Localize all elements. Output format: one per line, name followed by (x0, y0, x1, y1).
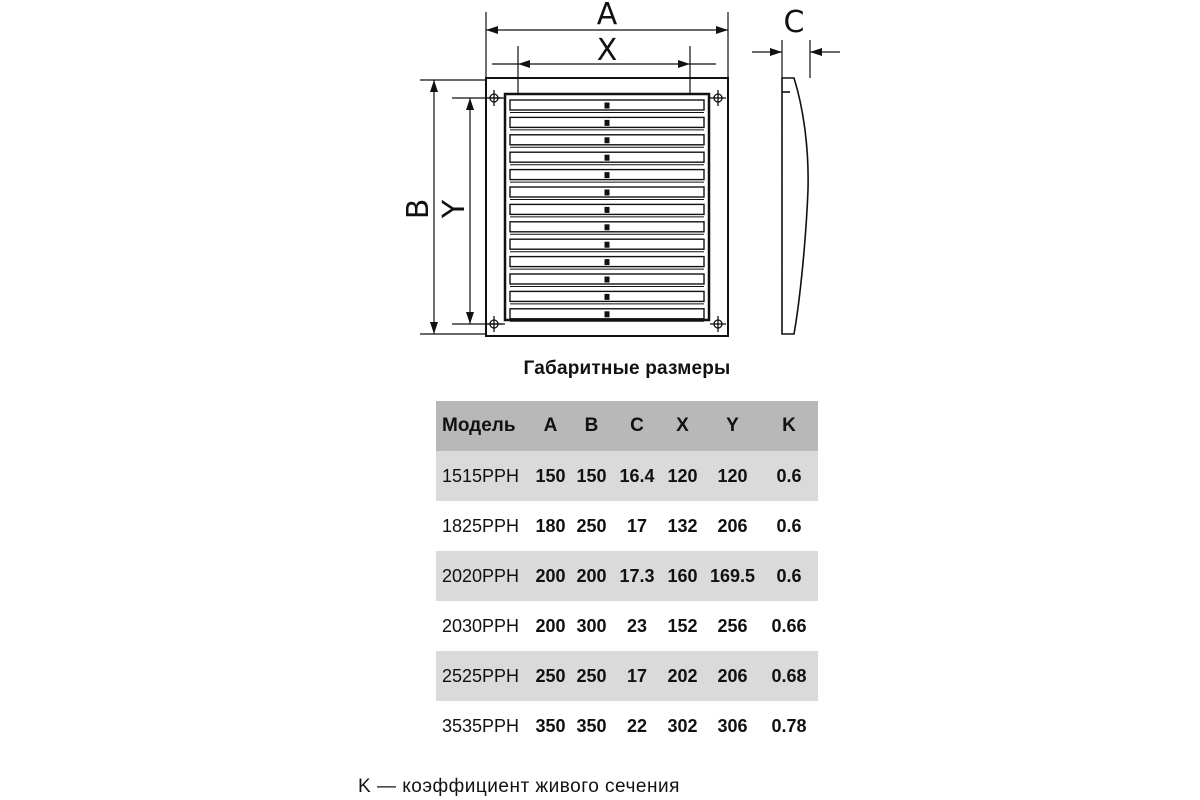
louver-clip (604, 137, 610, 144)
header-a: A (532, 401, 569, 451)
louver-clip (604, 189, 610, 196)
dimension-b (420, 79, 486, 335)
table-row: 1825PPH 180 250 17 132 206 0.6 (436, 501, 818, 551)
cell-k: 0.6 (776, 465, 802, 486)
dimension-x-label: X (597, 33, 618, 68)
cell-k: 0.6 (776, 515, 802, 536)
cell-a: 180 (535, 515, 566, 536)
table-row: 3535PPH 350 350 22 302 306 0.78 (436, 701, 818, 751)
cell-model: 2020PPH (442, 565, 520, 586)
header-b: B (569, 401, 614, 451)
table-row: 2030PPH 200 300 23 152 256 0.66 (436, 601, 818, 651)
dimension-x (492, 46, 716, 94)
outer-frame (485, 77, 729, 337)
cell-c: 17.3 (619, 565, 655, 586)
table-row: 1515PPH 150 150 16.4 120 120 0.6 (436, 451, 818, 501)
header-model: Модель (436, 401, 532, 451)
louver-slats (509, 99, 705, 322)
cell-model: 2030PPH (442, 615, 520, 636)
cell-y: 120 (717, 465, 748, 486)
table-header-row: Модель A B C X Y K (436, 401, 818, 451)
louver-clip (604, 259, 610, 266)
cell-c: 17 (626, 665, 648, 686)
cell-b: 350 (576, 715, 607, 736)
cell-a: 200 (535, 565, 566, 586)
cell-k: 0.6 (776, 565, 802, 586)
louver-clip (604, 102, 610, 109)
cell-model: 3535PPH (442, 715, 520, 736)
cell-c: 22 (626, 715, 648, 736)
louver-clip (604, 119, 610, 126)
cell-a: 150 (535, 465, 566, 486)
louver-clip (604, 206, 610, 213)
cell-model: 2525PPH (442, 665, 520, 686)
louver-clip (604, 276, 610, 283)
cell-b: 150 (576, 465, 607, 486)
header-k: K (760, 401, 818, 451)
dimensions-table: Модель A B C X Y K 1515PPH 150 150 16.4 … (436, 401, 818, 751)
cell-k: 0.68 (771, 665, 807, 686)
cell-c: 16.4 (619, 465, 655, 486)
header-y: Y (705, 401, 760, 451)
footnote: K — коэффициент живого сечения (358, 776, 680, 797)
cell-b: 250 (576, 515, 607, 536)
louver-clip (604, 311, 610, 318)
cell-y: 206 (717, 515, 748, 536)
cell-x: 160 (667, 565, 698, 586)
cell-b: 250 (576, 665, 607, 686)
table-row: 2020PPH 200 200 17.3 160 169.5 0.6 (436, 551, 818, 601)
cell-y: 206 (717, 665, 748, 686)
louver-clip (604, 154, 610, 161)
louver-clip (604, 241, 610, 248)
cell-b: 200 (576, 565, 607, 586)
cell-x: 120 (667, 465, 698, 486)
cell-y: 306 (717, 715, 748, 736)
cell-x: 132 (667, 515, 698, 536)
louver-clip (604, 293, 610, 300)
dimension-a (485, 12, 729, 78)
cell-x: 302 (667, 715, 698, 736)
cell-a: 250 (535, 665, 566, 686)
louver-clip (604, 224, 610, 231)
header-c: C (614, 401, 660, 451)
dimension-y (452, 97, 505, 325)
cell-model: 1825PPH (442, 515, 520, 536)
cell-k: 0.66 (771, 615, 807, 636)
front-view (485, 77, 729, 337)
cell-x: 152 (667, 615, 698, 636)
cell-model: 1515PPH (442, 465, 520, 486)
dimension-c (752, 40, 840, 78)
cell-b: 300 (576, 615, 607, 636)
cell-y: 256 (717, 615, 748, 636)
side-view (781, 77, 809, 335)
header-x: X (660, 401, 705, 451)
dimension-y-label: Y (437, 199, 472, 219)
cell-k: 0.78 (771, 715, 807, 736)
dimension-b-label: B (401, 199, 436, 220)
table-row: 2525PPH 250 250 17 202 206 0.68 (436, 651, 818, 701)
cell-x: 202 (667, 665, 698, 686)
cell-c: 17 (626, 515, 648, 536)
side-profile (781, 77, 809, 335)
cell-a: 350 (535, 715, 566, 736)
grille-technical-drawing: A X B Y C (401, 0, 840, 337)
inner-frame (503, 92, 711, 322)
cell-a: 200 (535, 615, 566, 636)
cell-y: 169.5 (709, 565, 756, 586)
dimension-a-label: A (597, 0, 618, 32)
cell-c: 23 (626, 615, 648, 636)
table-title: Габаритные размеры (523, 358, 731, 379)
dimension-c-label: C (784, 5, 805, 40)
louver-clip (604, 172, 610, 179)
